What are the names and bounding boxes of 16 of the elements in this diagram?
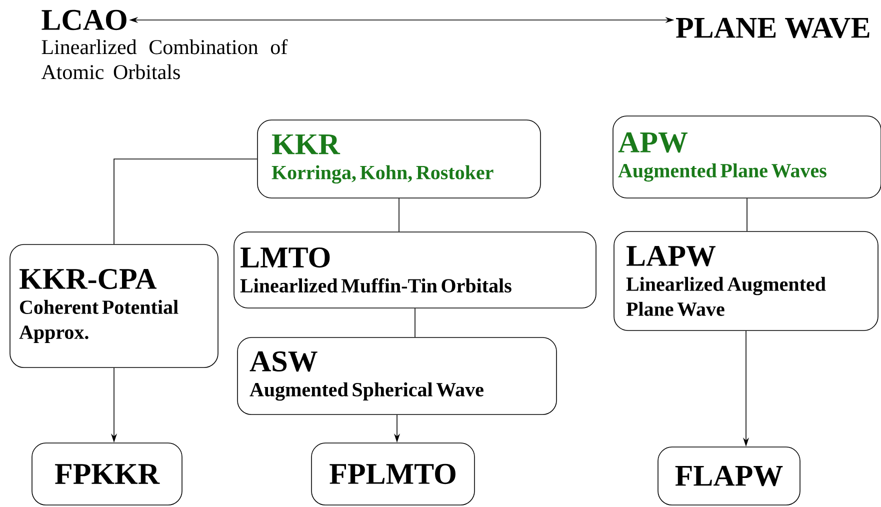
rounded-box: ASW Augmented Spherical Wave <box>237 337 557 415</box>
rounded-box: FPLMTO <box>311 442 475 506</box>
rounded-box: KKR-CPA Coherent Potential Approx. <box>10 244 218 368</box>
description-text: Linearlized Combination of Atomic Orbitals <box>41 39 288 80</box>
rounded-box: FPKKR <box>32 442 182 506</box>
connector-line <box>114 158 258 244</box>
rounded-box: LMTO Linearlized Muffin-Tin Orbitals <box>234 232 596 308</box>
rounded-box: FLAPW <box>658 446 800 506</box>
connector-line <box>414 308 416 338</box>
heading-text: LCAO <box>42 10 126 30</box>
rounded-box: APW Augmented Plane Waves <box>612 116 881 198</box>
heading-text: PLANE WAVE <box>676 18 870 38</box>
connector-line <box>398 198 400 232</box>
rounded-box: KKR Korringa, Kohn, Rostoker <box>257 120 541 198</box>
connector-line <box>746 198 748 232</box>
rounded-box: LAPW Linearlized Augmented Plane Wave <box>614 231 878 331</box>
